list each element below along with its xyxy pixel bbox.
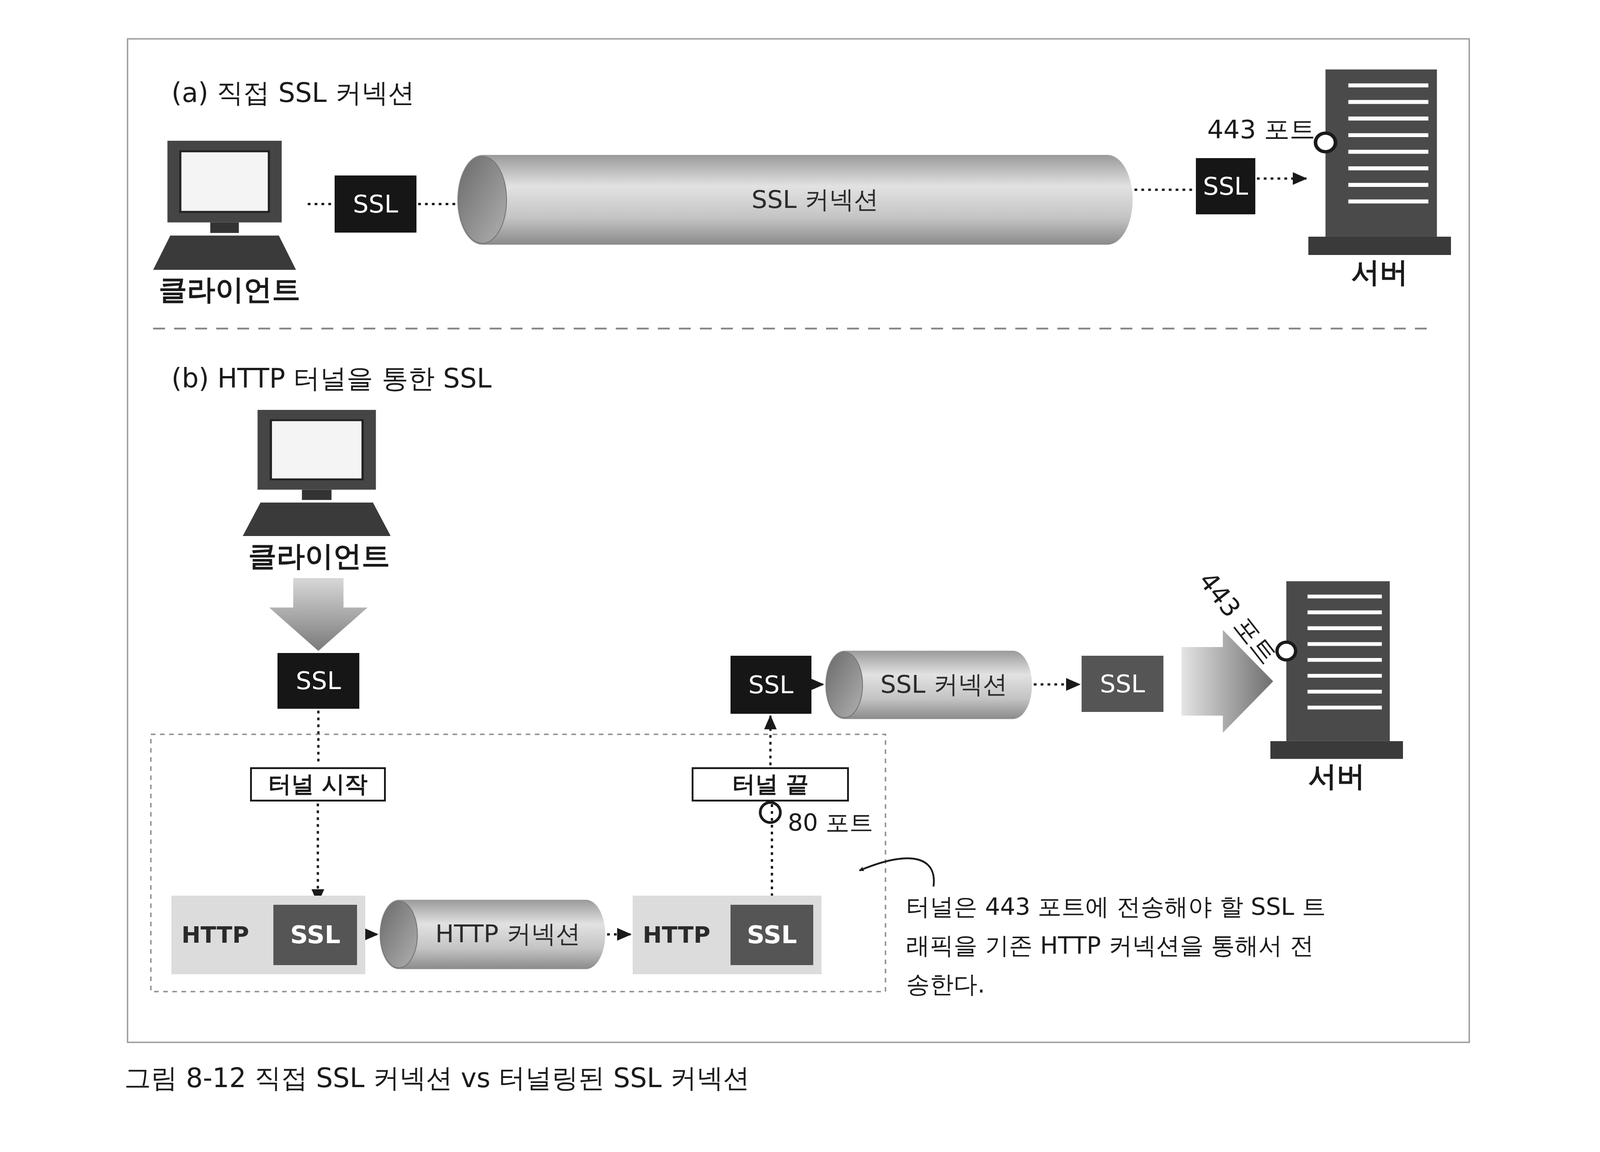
node-text: 클라이언트 — [248, 537, 390, 576]
figure-caption: 그림 8-12 직접 SSL 커넥션 vs 터널링된 SSL 커넥션 — [124, 1061, 750, 1097]
ssl-box: SSL — [273, 905, 358, 966]
monitor-icon — [242, 410, 391, 539]
dotted-connector — [770, 803, 774, 903]
node-text: 터널 끝 — [732, 769, 809, 800]
section-label: 443 포트 — [1207, 112, 1316, 148]
ssl-box: SSL — [277, 653, 360, 710]
node-text: SSL — [1099, 669, 1146, 699]
node-text: SSL — [295, 666, 342, 696]
server-icon — [1308, 69, 1452, 256]
node-text: 터널 시작 — [268, 769, 368, 800]
tunnel-box: 터널 끝 — [691, 767, 849, 803]
port-80-circle — [760, 802, 781, 823]
ssl-box: SSL — [334, 175, 417, 233]
connection-pipe: SSL 커넥션 — [825, 650, 1032, 720]
connection-pipe: HTTP 커넥션 — [379, 900, 606, 970]
dotted-connector — [607, 933, 631, 936]
outer-frame — [127, 38, 1470, 1043]
server-rack: 서버 — [1270, 581, 1403, 796]
client-computer: 클라이언트 — [242, 410, 396, 576]
section-separator — [153, 327, 1429, 330]
node-text: SSL — [352, 189, 399, 219]
dotted-connector — [307, 202, 333, 206]
node-text: SSL — [746, 920, 798, 950]
node-text: 클라이언트 — [158, 270, 301, 310]
dotted-connector — [1257, 177, 1307, 180]
dotted-connector — [367, 933, 378, 936]
dotted-connector — [813, 683, 824, 686]
server-icon — [1270, 581, 1403, 760]
dotted-connector — [1033, 683, 1080, 686]
ssl-box: SSL — [730, 656, 811, 715]
node-text: 서버 — [1351, 253, 1408, 292]
dotted-connector — [418, 202, 456, 206]
node-text: HTTP — [642, 922, 711, 949]
dotted-connector — [769, 715, 772, 766]
node-text: SSL — [1202, 171, 1248, 201]
node-text: SSL 커넥션 — [880, 668, 1008, 702]
node-text: 서버 — [1308, 757, 1366, 796]
node-text: SSL 커넥션 — [751, 183, 879, 217]
http-box: HTTP SSL — [632, 896, 822, 975]
node-text: HTTP — [181, 922, 250, 949]
flow-arrow — [269, 578, 368, 652]
ssl-box: SSL — [1081, 656, 1164, 713]
callout-leader — [859, 858, 934, 887]
connection-pipe: SSL 커넥션 — [457, 154, 1133, 245]
tunnel-region — [150, 734, 886, 992]
node-text: SSL — [748, 670, 794, 700]
section-label: 80 포트 — [787, 807, 874, 840]
server-rack: 서버 — [1308, 69, 1452, 293]
node-text: SSL — [290, 920, 341, 950]
node-text: HTTP 커넥션 — [435, 917, 581, 952]
section-label: (b) HTTP 터널을 통한 SSL — [171, 361, 492, 397]
monitor-icon — [153, 140, 297, 273]
client-computer: 클라이언트 — [153, 140, 306, 310]
section-label: (a) 직접 SSL 커넥션 — [171, 75, 415, 112]
ssl-box: SSL — [1195, 158, 1255, 215]
dotted-connector — [316, 803, 320, 903]
ssl-box: SSL — [730, 905, 814, 966]
dotted-connector — [1134, 188, 1195, 192]
tunnel-box: 터널 시작 — [250, 767, 386, 803]
http-box: HTTP SSL — [171, 896, 366, 975]
dotted-connector — [317, 710, 320, 766]
callout-note: 터널은 443 포트에 전송해야 할 SSL 트래픽을 기존 HTTP 커넥션을… — [906, 887, 1327, 1005]
